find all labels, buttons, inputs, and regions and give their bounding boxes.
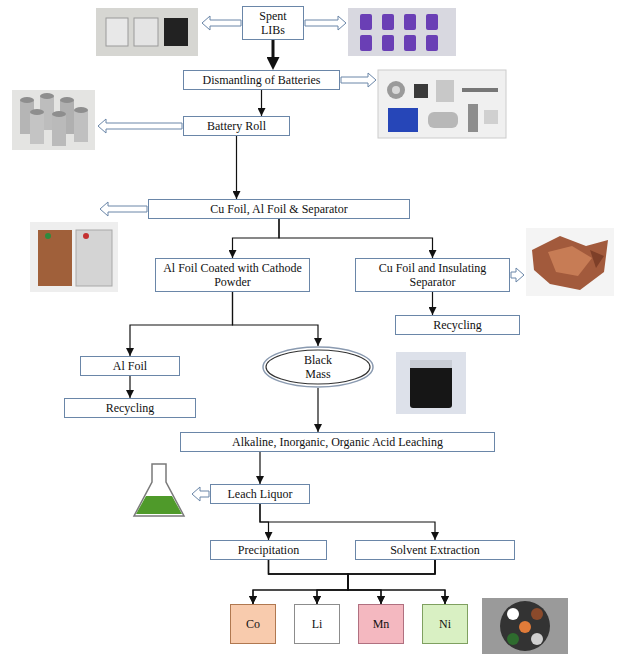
process-ellipse: Black Mass xyxy=(262,346,374,388)
pointer-arrow xyxy=(98,119,182,133)
process-box: Alkaline, Inorganic, Organic Acid Leachi… xyxy=(180,432,495,452)
pointer-arrow xyxy=(341,73,376,87)
flow-arrow xyxy=(130,292,233,356)
node-text: Li xyxy=(312,617,323,631)
flow-arrow xyxy=(129,376,130,398)
process-box: Precipitation xyxy=(210,540,327,560)
process-box: Solvent Extraction xyxy=(355,540,515,560)
flow-arrow xyxy=(432,292,433,315)
flow-arrow xyxy=(259,452,260,484)
product-box: Li xyxy=(294,604,340,644)
node-text: Black Mass xyxy=(290,353,346,381)
flow-arrow xyxy=(317,388,318,432)
node-text: Solvent Extraction xyxy=(390,543,480,557)
node-text: Ni xyxy=(439,617,451,631)
pointer-arrow xyxy=(305,16,346,30)
product-box: Ni xyxy=(422,604,468,644)
process-box: Cu Foil and Insulating Separator xyxy=(355,258,510,292)
flow-arrow xyxy=(253,560,435,604)
node-text: Cu Foil, Al Foil & Separator xyxy=(210,202,347,216)
flow-arrow xyxy=(253,560,348,604)
process-box: Al Foil xyxy=(80,356,180,376)
node-text: Recycling xyxy=(433,318,482,332)
flow-arrow xyxy=(317,560,435,604)
photo-copper-foil xyxy=(526,228,614,296)
photo-dismantled-parts xyxy=(378,70,506,138)
node-text: Alkaline, Inorganic, Organic Acid Leachi… xyxy=(232,435,443,449)
process-box: Cu Foil, Al Foil & Separator xyxy=(148,199,410,219)
node-text: Spent LIBs xyxy=(247,9,299,37)
product-box: Mn xyxy=(358,604,404,644)
flow-arrow xyxy=(233,292,319,346)
node-text: Mn xyxy=(373,617,390,631)
flow-arrow xyxy=(272,40,275,64)
flow-arrow xyxy=(279,219,433,258)
node-text: Co xyxy=(246,617,260,631)
photo-products xyxy=(482,598,568,654)
node-text: Precipitation xyxy=(238,543,299,557)
process-box: Battery Roll xyxy=(183,116,290,136)
flow-arrow xyxy=(348,560,435,604)
photo-cylindrical-cells xyxy=(348,8,456,56)
pointer-arrow xyxy=(511,268,524,282)
node-text: Leach Liquor xyxy=(228,487,293,501)
flow-arrow xyxy=(260,504,435,540)
photo-foils xyxy=(30,222,118,292)
photo-battery-cans xyxy=(12,90,95,150)
pointer-arrow xyxy=(192,487,209,501)
pointer-arrow xyxy=(202,16,241,30)
process-box: Al Foil Coated with Cathode Powder xyxy=(155,258,310,292)
node-text: Battery Roll xyxy=(207,119,266,133)
flow-arrow xyxy=(269,560,446,604)
process-box: Leach Liquor xyxy=(210,484,310,504)
node-text: Al Foil xyxy=(113,359,147,373)
pointer-arrow xyxy=(100,202,147,216)
flask-illustration xyxy=(134,464,184,516)
process-box: Spent LIBs xyxy=(242,6,304,40)
flow-arrow xyxy=(269,560,382,604)
flow-arrow xyxy=(348,560,445,604)
process-box: Recycling xyxy=(64,398,196,418)
flow-arrow xyxy=(236,136,237,199)
node-text: Recycling xyxy=(106,401,155,415)
flow-arrow xyxy=(233,219,280,258)
flow-arrow xyxy=(269,560,349,604)
process-box: Dismantling of Batteries xyxy=(183,70,340,90)
node-text: Dismantling of Batteries xyxy=(203,73,321,87)
photo-pouch-cells xyxy=(96,8,198,56)
flow-arrow xyxy=(261,90,262,116)
node-text: Al Foil Coated with Cathode Powder xyxy=(160,261,305,289)
product-box: Co xyxy=(230,604,276,644)
pointer-arrows xyxy=(98,16,524,501)
node-text: Cu Foil and Insulating Separator xyxy=(360,261,505,289)
process-box: Recycling xyxy=(395,315,520,335)
photo-black-mass xyxy=(396,352,466,414)
